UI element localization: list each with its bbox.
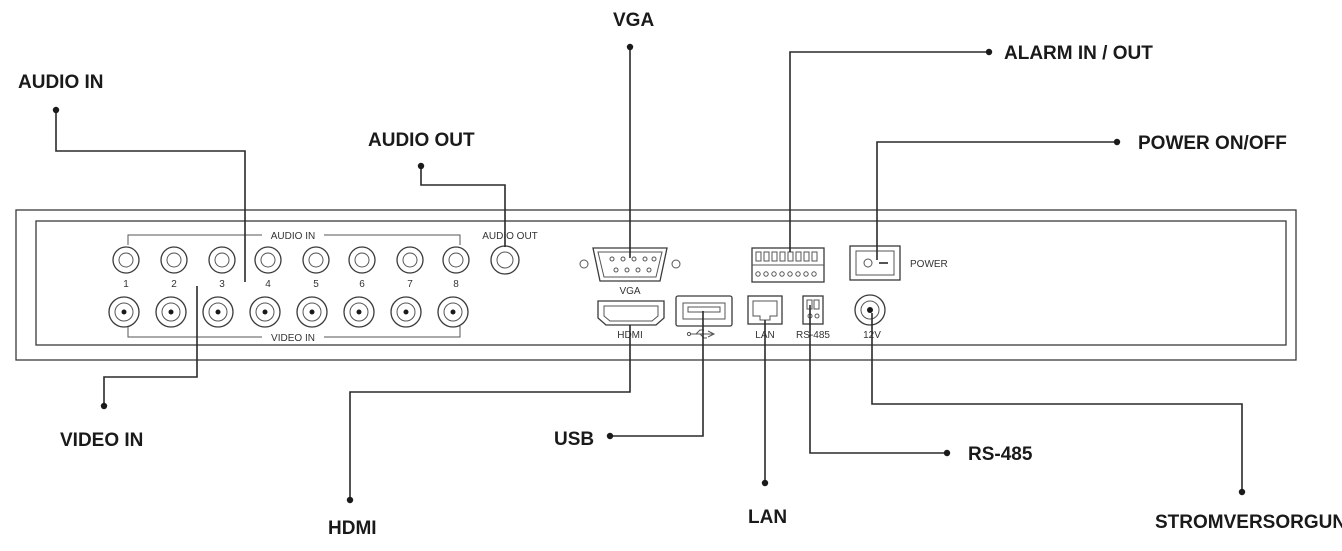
channel-number: 5 — [313, 279, 319, 290]
callout-lan: LAN — [748, 507, 787, 528]
channel-number: 1 — [123, 279, 129, 290]
audio-in-jacks — [112, 246, 470, 274]
audio-in-jack — [112, 246, 140, 274]
audio-in-jack — [442, 246, 470, 274]
callout-hdmi: HDMI — [328, 518, 377, 539]
video-in-bnc — [343, 296, 375, 328]
callout-labels: AUDIO IN VIDEO IN AUDIO OUT VGA HDMI USB… — [18, 10, 1342, 539]
channel-number: 8 — [453, 279, 459, 290]
audio-in-jack — [160, 246, 188, 274]
callout-video-in: VIDEO IN — [60, 430, 143, 451]
callout-usb: USB — [554, 429, 594, 450]
device-chassis — [15, 209, 1297, 361]
channel-number: 3 — [219, 279, 225, 290]
rs485-port: RS-485 — [796, 295, 830, 341]
panel-label-video-in: VIDEO IN — [271, 333, 315, 344]
audio-in-bracket: AUDIO IN — [127, 231, 461, 245]
dc-power-jack: 12V — [854, 294, 886, 341]
channel-number: 4 — [265, 279, 271, 290]
callout-audio-in: AUDIO IN — [18, 72, 104, 93]
audio-in-jack — [254, 246, 282, 274]
video-in-bnc — [249, 296, 281, 328]
power-switch: POWER — [849, 245, 948, 281]
audio-in-jack — [348, 246, 376, 274]
video-in-bnc — [390, 296, 422, 328]
callout-vga: VGA — [613, 10, 654, 31]
callout-power-supply: STROMVERSORGUNG — [1155, 512, 1342, 533]
panel-label-power: POWER — [910, 259, 948, 270]
video-in-bnc — [202, 296, 234, 328]
callout-audio-out: AUDIO OUT — [368, 130, 475, 151]
panel-label-vga: VGA — [619, 286, 640, 297]
panel-label-rs485: RS-485 — [796, 330, 830, 341]
video-in-bnc — [155, 296, 187, 328]
channel-number: 2 — [171, 279, 177, 290]
video-in-bnc — [296, 296, 328, 328]
usb-icon — [686, 329, 716, 339]
callout-rs485: RS-485 — [968, 444, 1033, 465]
audio-in-jack — [396, 246, 424, 274]
video-in-bnc — [108, 296, 140, 328]
audio-in-jack — [302, 246, 330, 274]
audio-in-jack — [208, 246, 236, 274]
hdmi-port: HDMI — [597, 300, 665, 341]
channel-numbers: 1 2 3 4 5 6 7 8 — [123, 279, 459, 290]
panel-label-audio-out: AUDIO OUT — [482, 231, 538, 242]
leader-lines — [52, 43, 1246, 504]
vga-port: VGA — [579, 247, 681, 297]
callout-power-onoff: POWER ON/OFF — [1138, 133, 1287, 154]
video-in-bnc — [437, 296, 469, 328]
audio-out-port: AUDIO OUT — [482, 231, 538, 275]
callout-alarm: ALARM IN / OUT — [1004, 43, 1153, 64]
channel-number: 6 — [359, 279, 365, 290]
alarm-terminal-block — [751, 247, 825, 283]
video-in-jacks — [108, 296, 469, 328]
video-in-bracket: VIDEO IN — [127, 326, 461, 344]
usb-port — [675, 295, 733, 339]
channel-number: 7 — [407, 279, 413, 290]
panel-label-audio-in: AUDIO IN — [271, 231, 315, 242]
